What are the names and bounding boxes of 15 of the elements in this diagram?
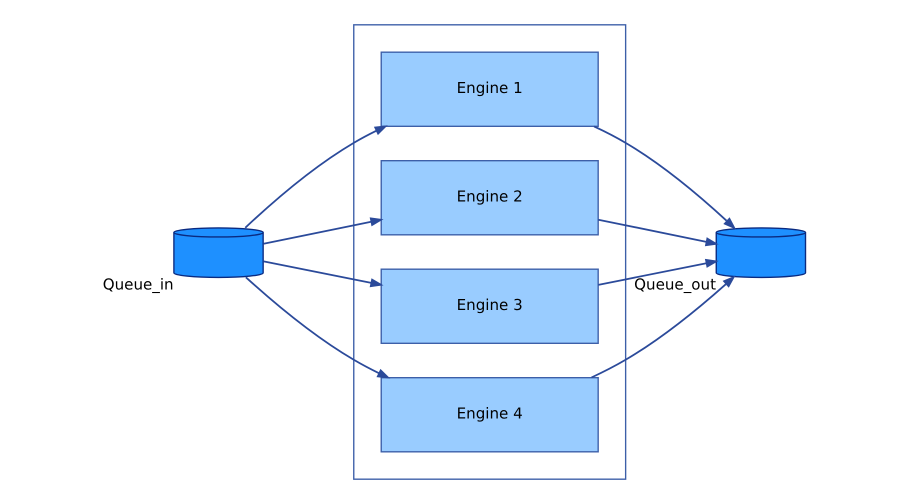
node-box: Engine 4 [380,376,598,452]
arrow [262,217,384,245]
arrow [590,275,736,378]
arrow [244,276,390,379]
node-label: Queue_out [634,275,716,294]
node-box: Engine 2 [380,160,598,236]
arrow [244,125,388,228]
arrow [593,126,736,230]
node-label: Queue_in [102,275,174,294]
arrow [598,258,718,286]
node-box: Engine 3 [380,268,598,344]
node-box: Engine 1 [380,52,598,128]
arrow [262,260,384,288]
cluster [352,24,626,480]
arrow [598,218,718,246]
